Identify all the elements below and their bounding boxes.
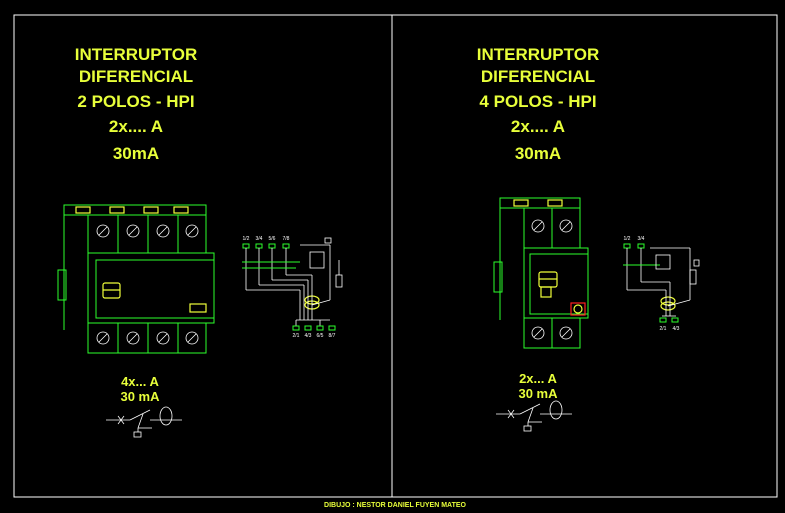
panel-left: INTERRUPTOR DIFERENCIAL 2 POLOS - HPI 2x… [57,45,343,438]
terminal-top-1: 1/2 [243,236,250,242]
wiring-schematic-4-pole: 1/2 3/4 5/6 7/8 [242,236,343,339]
terminal-top-2: 3/4 [638,236,645,242]
terminal-top-4: 7/8 [283,236,290,242]
title-line-1: INTERRUPTOR [477,45,599,64]
wiring-schematic-2-pole: 1/2 3/4 2/1 4/3 [623,236,700,332]
title-line-5: 30mA [515,144,561,163]
rating-line-1: 4x... A [121,374,159,389]
title-line-2: DIFERENCIAL [481,67,595,86]
terminal-bottom-2: 4/3 [305,333,312,339]
terminal-bottom-1: 2/1 [293,333,300,339]
title-line-3: 4 POLOS - HPI [479,92,596,111]
title-line-4: 2x.... A [109,117,163,136]
terminal-bottom-2: 4/3 [673,326,680,332]
terminal-top-2: 3/4 [256,236,263,242]
breaker-4-module-drawing [57,204,215,354]
panel-right: INTERRUPTOR DIFERENCIAL 4 POLOS - HPI 2x… [477,45,700,432]
terminal-top-3: 5/6 [269,236,276,242]
rating-line-1: 2x... A [519,371,557,386]
title-line-4: 2x.... A [511,117,565,136]
title-line-3: 2 POLOS - HPI [77,92,194,111]
title-line-5: 30mA [113,144,159,163]
terminal-bottom-1: 2/1 [660,326,667,332]
outer-frame [13,14,778,498]
title-line-1: INTERRUPTOR [75,45,197,64]
terminal-bottom-3: 6/5 [317,333,324,339]
breaker-2-module-drawing [493,197,589,349]
rcd-symbol [496,400,572,432]
rating-line-2: 30 mA [120,389,160,404]
terminal-top-1: 1/2 [624,236,631,242]
terminal-bottom-4: 8/7 [329,333,336,339]
footer-credit: DIBUJO : NESTOR DANIEL FUYEN MATEO [324,502,467,509]
rating-line-2: 30 mA [518,386,558,401]
title-line-2: DIFERENCIAL [79,67,193,86]
rcd-symbol [106,406,182,438]
